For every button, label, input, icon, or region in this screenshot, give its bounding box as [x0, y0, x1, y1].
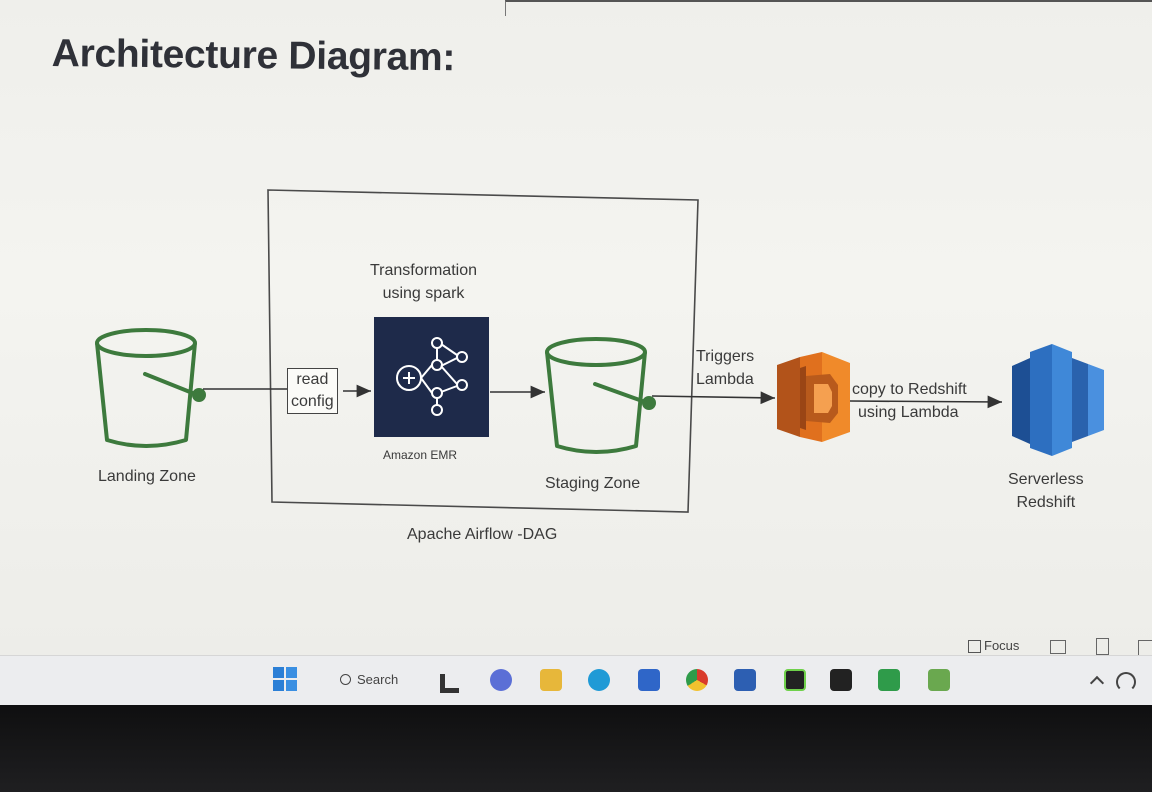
staging-zone-bucket-icon [545, 337, 656, 454]
web-layout-icon[interactable] [1138, 640, 1152, 656]
word-icon[interactable] [734, 669, 756, 691]
focus-button[interactable]: Focus [968, 638, 1019, 654]
taskbar-search[interactable]: Search [340, 670, 420, 690]
aws-lambda-icon [777, 352, 850, 442]
lambda-to-redshift-arrow [849, 395, 1003, 409]
chevron-up-icon[interactable] [1089, 675, 1105, 691]
laptop-bezel [0, 705, 1152, 792]
search-icon [340, 674, 351, 685]
airflow-dag-label: Apache Airflow -DAG [407, 526, 558, 543]
copy-to-redshift-label: copy to Redshift using Lambda [852, 381, 967, 421]
focus-icon [968, 640, 981, 654]
amazon-emr-label: Amazon EMR [383, 448, 458, 462]
screen: Architecture Diagram: [0, 0, 1152, 705]
print-layout-icon[interactable] [1096, 638, 1109, 655]
chrome-icon[interactable] [686, 669, 708, 691]
airflow-dag-container [267, 189, 699, 513]
windows-start-icon[interactable] [273, 667, 297, 691]
landing-zone-bucket-icon [95, 328, 206, 448]
app-l-icon[interactable] [440, 674, 459, 693]
file-explorer-icon[interactable] [540, 669, 562, 691]
serverless-redshift-label: Serverless Redshift [1008, 471, 1084, 511]
taskbar: Search [0, 655, 1152, 705]
transformation-label: Transformation using spark [370, 262, 477, 302]
staging-zone-label: Staging Zone [545, 475, 641, 492]
amazon-emr-icon [374, 317, 489, 437]
store-icon[interactable] [638, 669, 660, 691]
landing-zone-label: Landing Zone [98, 468, 196, 485]
pycharm-icon[interactable] [784, 669, 806, 691]
edge-browser-icon[interactable] [588, 669, 610, 691]
staging-to-lambda-arrow [651, 391, 776, 405]
chat-icon[interactable] [490, 669, 512, 691]
terminal-icon[interactable] [830, 669, 852, 691]
green-app-icon[interactable] [878, 669, 900, 691]
triggers-lambda-label: Triggers Lambda [696, 348, 755, 388]
architecture-diagram [95, 189, 1104, 513]
read-mode-icon[interactable] [1050, 640, 1066, 654]
serverless-redshift-icon [1012, 344, 1104, 456]
chart-app-icon[interactable] [928, 669, 950, 691]
read-config-label: read config [287, 368, 338, 414]
network-icon[interactable] [1116, 672, 1136, 692]
window-edge [505, 0, 1152, 16]
